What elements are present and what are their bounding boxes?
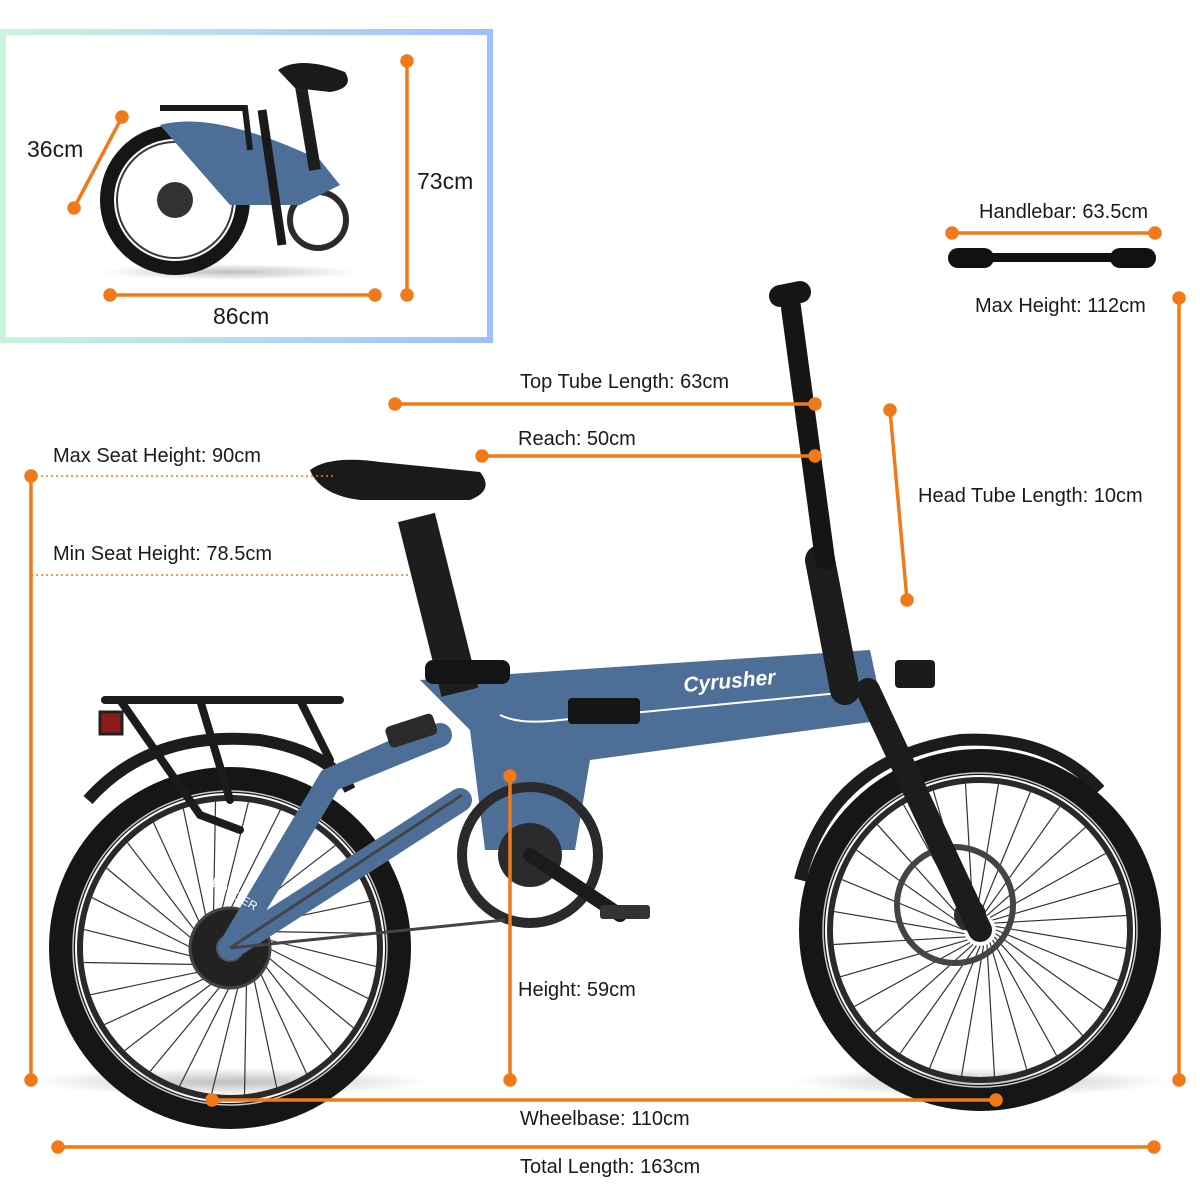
spoke xyxy=(104,977,207,1026)
spoke xyxy=(126,842,197,932)
spoke xyxy=(995,925,1126,950)
spoke xyxy=(841,879,965,931)
spoke xyxy=(994,914,1127,924)
reach-label: Reach: 50cm xyxy=(518,428,636,450)
disc-brake-rotor xyxy=(894,844,1016,966)
spoke xyxy=(979,791,1031,915)
bike-illustration: Cyrusher VONDER xyxy=(30,281,1170,1129)
rear-fender xyxy=(83,732,356,804)
rear-wheel xyxy=(49,767,411,1129)
spoke xyxy=(149,984,223,1072)
head-tube-line xyxy=(888,409,909,601)
spoke xyxy=(877,824,967,924)
spoke xyxy=(263,964,334,1054)
spoke xyxy=(929,945,981,1069)
spoke xyxy=(986,944,996,1077)
min-seat-height-label: Min Seat Height: 78.5cm xyxy=(53,543,272,565)
spoke xyxy=(989,852,1106,919)
seat-assembly xyxy=(310,459,510,697)
spoke xyxy=(986,827,1086,917)
front-fender xyxy=(794,733,1105,882)
handlebar-icon xyxy=(948,248,1156,268)
spoke xyxy=(91,897,193,949)
spoke xyxy=(229,809,281,911)
spoke xyxy=(991,939,1058,1056)
spoke xyxy=(995,933,1104,1011)
spoke xyxy=(266,955,354,1029)
folded-height-label: 73cm xyxy=(417,168,474,194)
spoke xyxy=(84,929,194,958)
rear-shock xyxy=(385,713,438,748)
height-label: Height: 59cm xyxy=(518,979,636,1001)
folded-length-label: 86cm xyxy=(213,303,270,329)
spoke xyxy=(83,961,196,966)
folded-view-frame xyxy=(0,29,493,343)
spoke xyxy=(243,982,248,1095)
spoke xyxy=(960,945,985,1076)
spoke xyxy=(182,808,207,919)
spoke xyxy=(989,942,1028,1070)
top-tube-label: Top Tube Length: 63cm xyxy=(520,371,730,393)
front-end xyxy=(769,281,992,942)
rear-rack xyxy=(98,696,344,834)
seat-guides xyxy=(31,475,410,576)
headlight xyxy=(895,660,935,688)
spoke xyxy=(259,971,308,1074)
spoke xyxy=(975,784,1000,915)
max-seat-height-label: Max Seat Height: 90cm xyxy=(53,445,261,467)
spoke xyxy=(993,936,1083,1036)
spoke xyxy=(267,947,369,999)
drivetrain xyxy=(229,782,650,950)
spoke xyxy=(211,984,240,1094)
spoke xyxy=(833,936,966,946)
spoke xyxy=(264,930,377,935)
wheelbase-label: Wheelbase: 110cm xyxy=(520,1108,690,1130)
spoke xyxy=(106,867,194,941)
battery-lock xyxy=(568,698,640,724)
spoke xyxy=(179,985,231,1087)
spoke xyxy=(266,938,376,967)
total-length-label: Total Length: 163cm xyxy=(520,1156,701,1178)
handlebar-label: Handlebar: 63.5cm xyxy=(979,201,1148,223)
folded-depth-label: 36cm xyxy=(27,136,84,162)
spoke xyxy=(874,943,974,1033)
spoke xyxy=(152,822,201,925)
spoke xyxy=(124,981,214,1052)
max-height-label: Max Height: 112cm xyxy=(975,295,1146,317)
spoke xyxy=(90,971,201,996)
head-tube-label: Head Tube Length: 10cm xyxy=(918,485,1143,507)
spoke xyxy=(854,941,971,1008)
spoke xyxy=(840,939,968,978)
spoke xyxy=(983,806,1061,915)
spoke xyxy=(253,977,278,1088)
saddle xyxy=(310,459,486,500)
main-frame xyxy=(420,650,885,850)
spoke xyxy=(995,929,1119,981)
spoke xyxy=(220,802,249,912)
spoke xyxy=(856,849,965,927)
